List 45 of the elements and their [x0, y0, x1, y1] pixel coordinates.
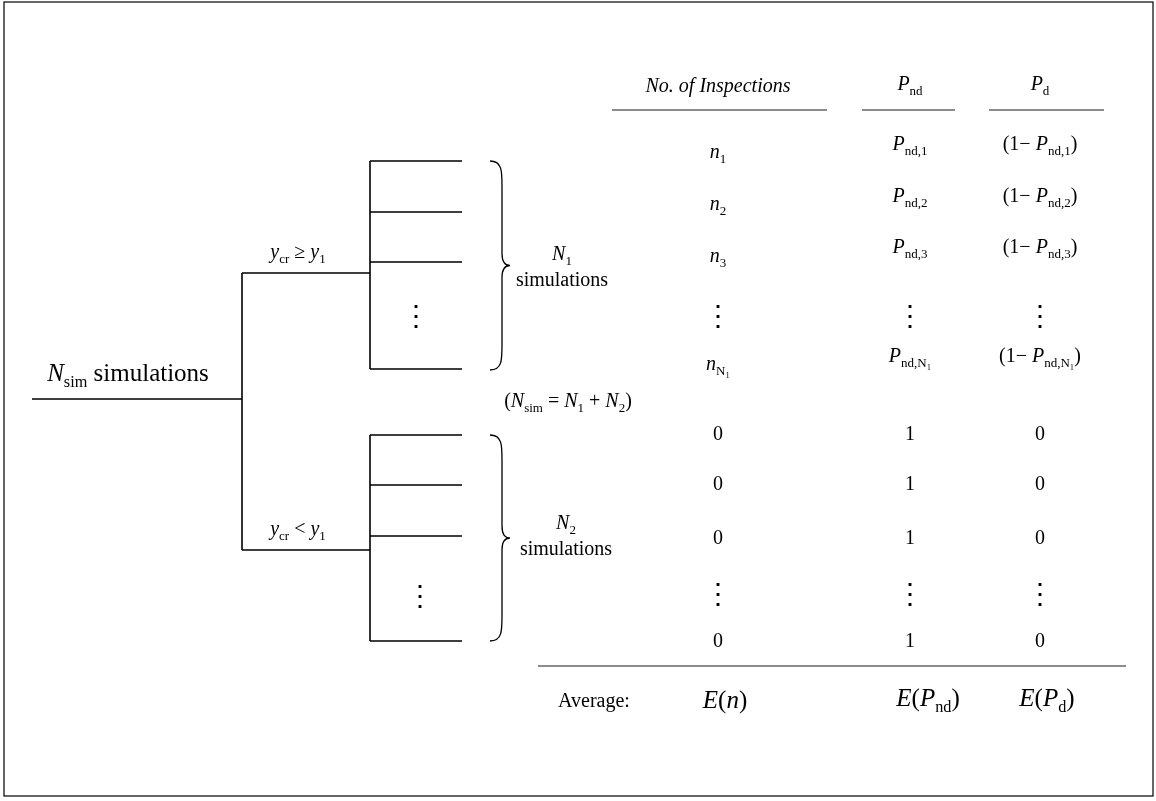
table-cell: 0	[713, 629, 723, 651]
table-cell: P$_{nd,1}$	[892, 131, 928, 159]
table-cell: 0	[713, 472, 723, 494]
ellipsis-dots: ⋮	[704, 302, 732, 330]
table-cell: (1− P$_{nd,2}$)	[1002, 183, 1078, 211]
table-cell: 0	[1035, 629, 1045, 651]
column-header: P$_{d}$	[1030, 71, 1050, 99]
ellipsis-dots: ⋮	[406, 582, 434, 610]
table-cell: 1	[905, 526, 915, 548]
table-cell: 1	[905, 629, 915, 651]
table-cell: (1− P$_{nd,1}$)	[1002, 131, 1078, 159]
table-cell: E(P$_{d}$)	[1019, 683, 1075, 717]
group-label: N$_{1}$ simulations	[514, 241, 610, 291]
table-cell: 0	[1035, 472, 1045, 494]
ellipsis-dots: ⋮	[896, 302, 924, 330]
table-cell: P$_{nd,2}$	[892, 183, 928, 211]
condition-label: y$_{cr}$ < y$_{1}$	[270, 516, 326, 544]
ellipsis-dots: ⋮	[704, 580, 732, 608]
row-label: Average:	[558, 689, 630, 711]
ellipsis-dots: ⋮	[896, 580, 924, 608]
ellipsis-dots: ⋮	[1026, 580, 1054, 608]
table-cell: P$_{nd,N₁}$	[888, 343, 932, 371]
table-cell: (1− P$_{nd,N₁}$)	[999, 343, 1081, 371]
table-cell: 0	[1035, 526, 1045, 548]
table-cell: n$_{3}$	[709, 243, 727, 271]
ellipsis-dots: ⋮	[1026, 302, 1054, 330]
table-cell: 0	[1035, 422, 1045, 444]
table-cell: 1	[905, 422, 915, 444]
column-header: P$_{nd}$	[897, 71, 923, 99]
condition-label: y$_{cr}$ ≥ y$_{1}$	[270, 239, 326, 267]
table-cell: P$_{nd,3}$	[892, 234, 928, 262]
table-cell: E(P$_{nd}$)	[896, 683, 960, 717]
table-cell: 0	[713, 422, 723, 444]
table-cell: n$_{2}$	[709, 191, 727, 219]
table-cell: 0	[713, 526, 723, 548]
group-label: N$_{2}$ simulations	[518, 510, 614, 560]
equation-text: (N$_{sim}$ = N$_{1}$ + N$_{2}$)	[504, 388, 632, 416]
column-header: No. of Inspections	[645, 74, 791, 96]
ellipsis-dots: ⋮	[402, 302, 430, 330]
table-cell: E(n)	[702, 686, 748, 714]
table-cell: n$_{1}$	[709, 139, 727, 167]
table-cell: n$_{N₁}$	[706, 351, 730, 379]
table-cell: (1− P$_{nd,3}$)	[1002, 234, 1078, 262]
table-cell: 1	[905, 472, 915, 494]
branch-label: N$_{sim}$ simulations	[47, 358, 209, 392]
